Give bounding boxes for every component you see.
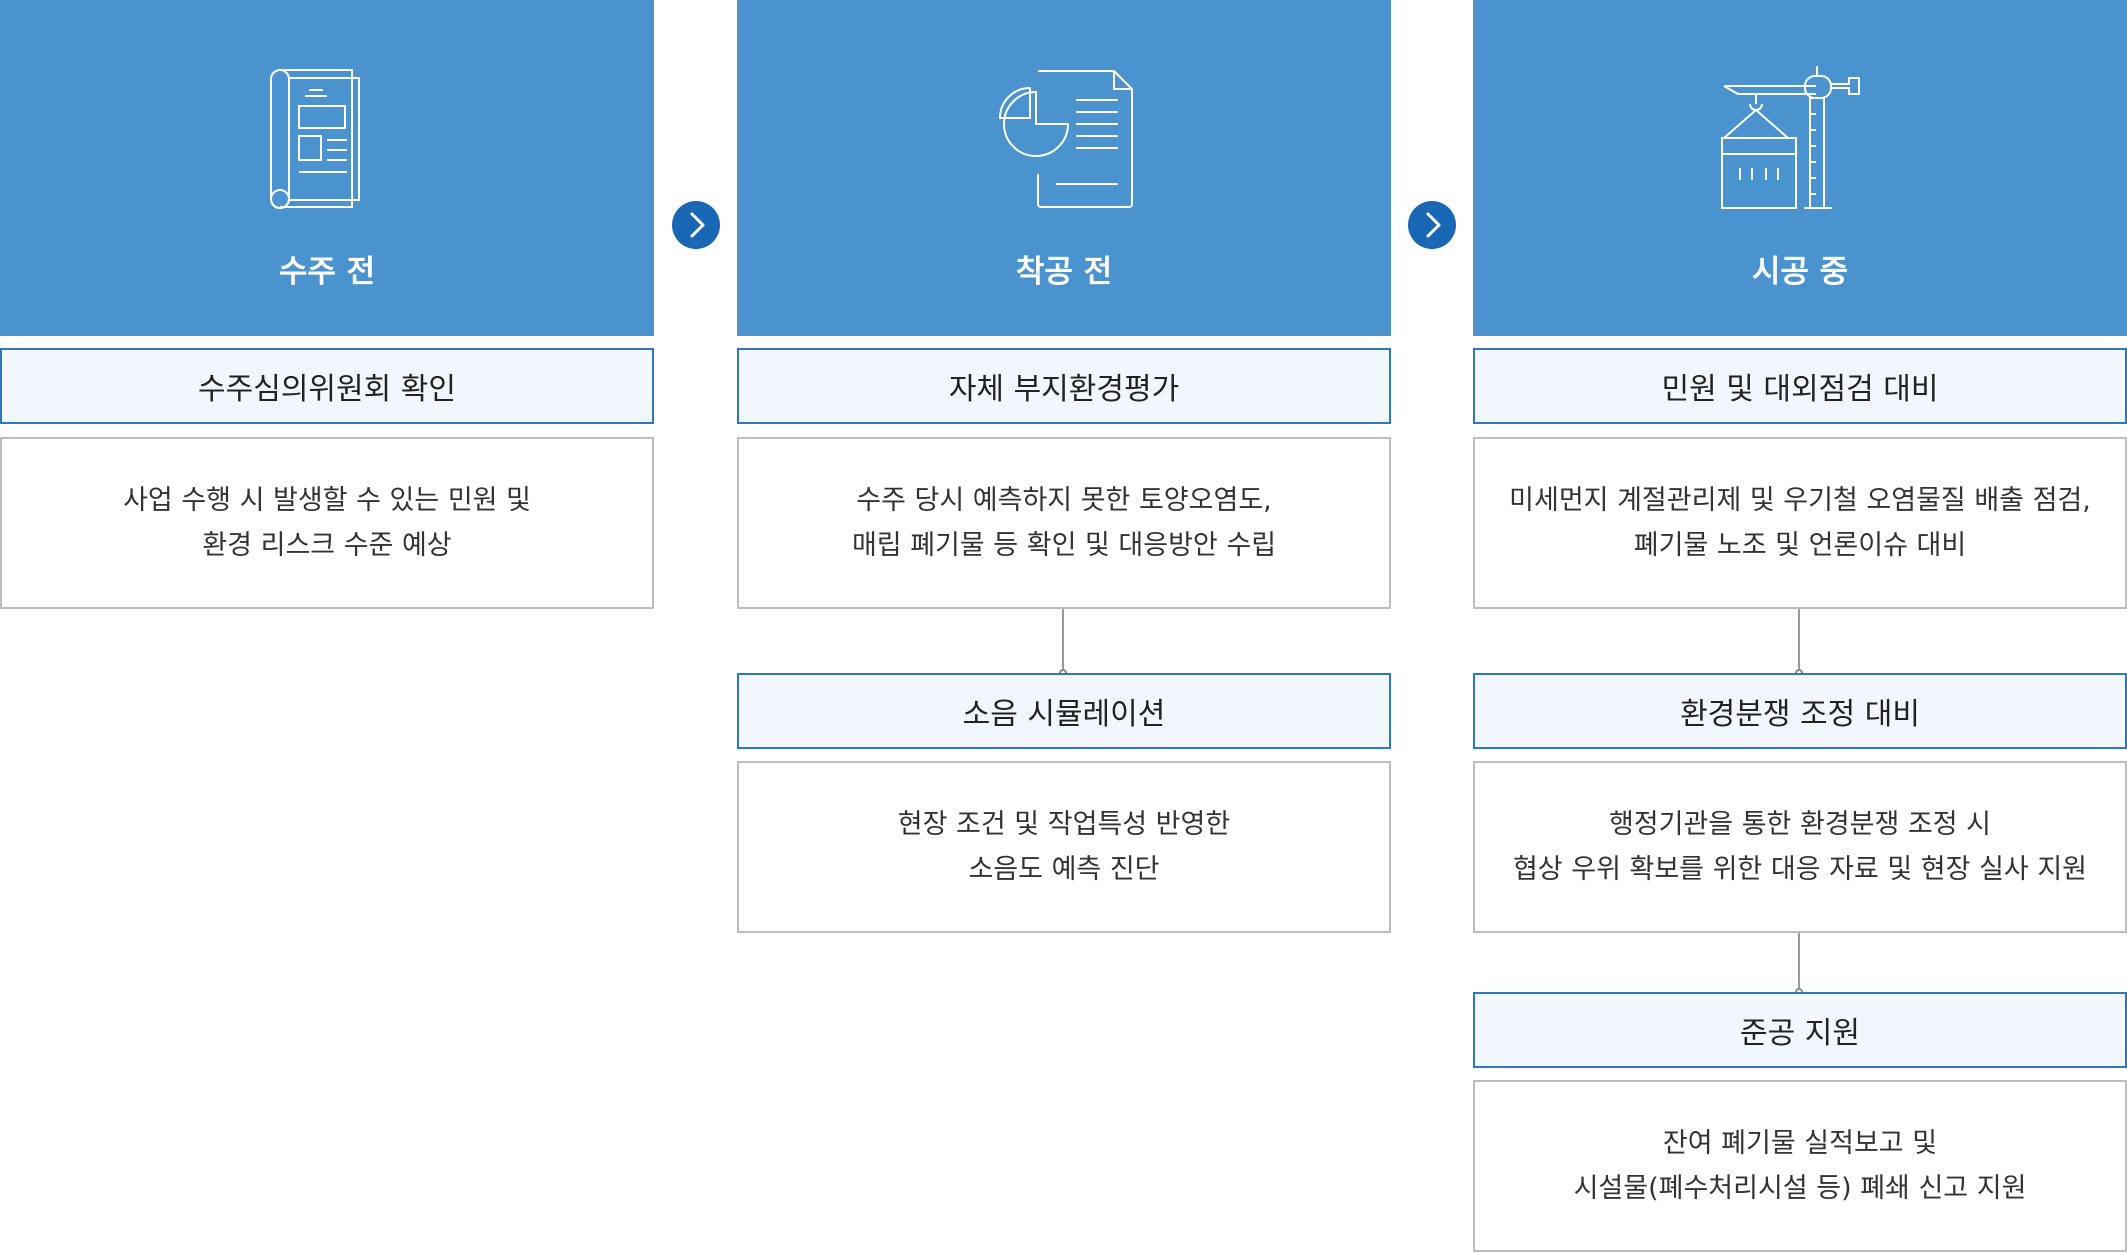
stage-header: 착공 전 — [737, 0, 1391, 336]
stage-title: 수주 전 — [278, 254, 376, 290]
step-description: 사업 수행 시 발생할 수 있는 민원 및 환경 리스크 수준 예상 — [0, 437, 654, 609]
description-line: 환경 리스크 수준 예상 — [202, 530, 452, 561]
step-description: 수주 당시 예측하지 못한 토양오염도, 매립 폐기물 등 확인 및 대응방안 … — [737, 437, 1391, 609]
description-line: 행정기관을 통한 환경분쟁 조정 시 — [1608, 809, 1992, 840]
step-heading: 소음 시뮬레이션 — [737, 673, 1391, 749]
chevron-right-icon — [1408, 201, 1456, 249]
description-line: 현장 조건 및 작업특성 반영한 — [897, 809, 1231, 840]
connector-line — [1062, 609, 1064, 674]
description-line: 폐기물 노조 및 언론이슈 대비 — [1633, 530, 1967, 561]
step-heading: 수주심의위원회 확인 — [0, 348, 654, 424]
stage-title: 착공 전 — [1015, 254, 1113, 290]
step-description: 미세먼지 계절관리제 및 우기철 오염물질 배출 점검, 폐기물 노조 및 언론… — [1473, 437, 2127, 609]
description-line: 소음도 예측 진단 — [968, 854, 1160, 885]
step-heading: 민원 및 대외점검 대비 — [1473, 348, 2127, 424]
description-line: 시설물(폐수처리시설 등) 폐쇄 신고 지원 — [1573, 1173, 2027, 1204]
step-heading: 준공 지원 — [1473, 992, 2127, 1068]
document-scroll-icon — [270, 69, 360, 209]
step-heading: 환경분쟁 조정 대비 — [1473, 673, 2127, 749]
stage-header: 시공 중 — [1473, 0, 2127, 336]
description-line: 협상 우위 확보를 위한 대응 자료 및 현장 실사 지원 — [1512, 854, 2088, 885]
step-description: 잔여 폐기물 실적보고 및 시설물(폐수처리시설 등) 폐쇄 신고 지원 — [1473, 1080, 2127, 1252]
chevron-right-icon — [672, 201, 720, 249]
description-line: 잔여 폐기물 실적보고 및 — [1662, 1128, 1938, 1159]
description-line: 매립 폐기물 등 확인 및 대응방안 수립 — [851, 530, 1277, 561]
stage-header: 수주 전 — [0, 0, 654, 336]
step-heading: 자체 부지환경평가 — [737, 348, 1391, 424]
description-line: 사업 수행 시 발생할 수 있는 민원 및 — [123, 485, 531, 516]
description-line: 수주 당시 예측하지 못한 토양오염도, — [856, 485, 1272, 516]
step-description: 현장 조건 및 작업특성 반영한 소음도 예측 진단 — [737, 761, 1391, 933]
description-line: 미세먼지 계절관리제 및 우기철 오염물질 배출 점검, — [1509, 485, 2091, 516]
stage-title: 시공 중 — [1751, 254, 1849, 290]
connector-line — [1798, 609, 1800, 674]
step-description: 행정기관을 통한 환경분쟁 조정 시 협상 우위 확보를 위한 대응 자료 및 … — [1473, 761, 2127, 933]
connector-line — [1798, 933, 1800, 993]
crane-container-icon — [1721, 66, 1860, 209]
pie-chart-report-icon — [998, 70, 1133, 208]
